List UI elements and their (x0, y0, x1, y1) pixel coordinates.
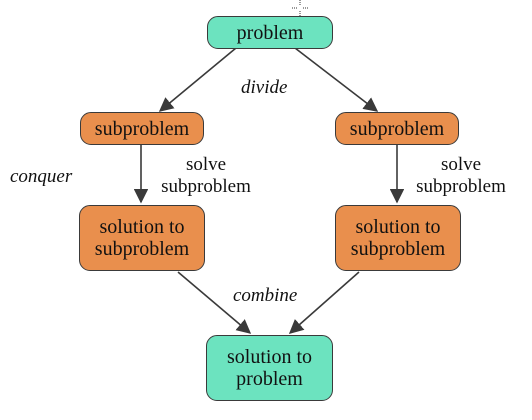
arrow-solution-right-to-final (288, 271, 360, 334)
problem-node-label: problem (236, 21, 304, 44)
subproblem-node-right: subproblem (335, 112, 459, 145)
solution-final-label: solution to problem (226, 346, 312, 390)
subproblem-right-label: subproblem (349, 117, 445, 140)
crosshair-cursor-icon (292, 0, 308, 16)
conquer-label: conquer (10, 166, 73, 187)
combine-label: combine (233, 285, 298, 306)
arrow-solution-left-to-final (177, 271, 252, 334)
solution-right-label: solution to subproblem (350, 216, 446, 260)
divide-label: divide (241, 77, 288, 98)
solve-subproblem-label-right: solve subproblem (416, 154, 506, 197)
arrow-problem-to-subproblem-right (294, 47, 379, 112)
subproblem-left-label: subproblem (94, 117, 190, 140)
subproblem-node-left: subproblem (80, 112, 204, 145)
solution-subproblem-node-left: solution to subproblem (79, 205, 205, 271)
solution-problem-node: solution to problem (206, 335, 333, 401)
arrow-problem-to-subproblem-left (158, 47, 237, 112)
problem-node: problem (207, 16, 333, 49)
solution-left-label: solution to subproblem (94, 216, 190, 260)
solve-subproblem-label-left: solve subproblem (161, 154, 251, 197)
solution-subproblem-node-right: solution to subproblem (335, 205, 461, 271)
